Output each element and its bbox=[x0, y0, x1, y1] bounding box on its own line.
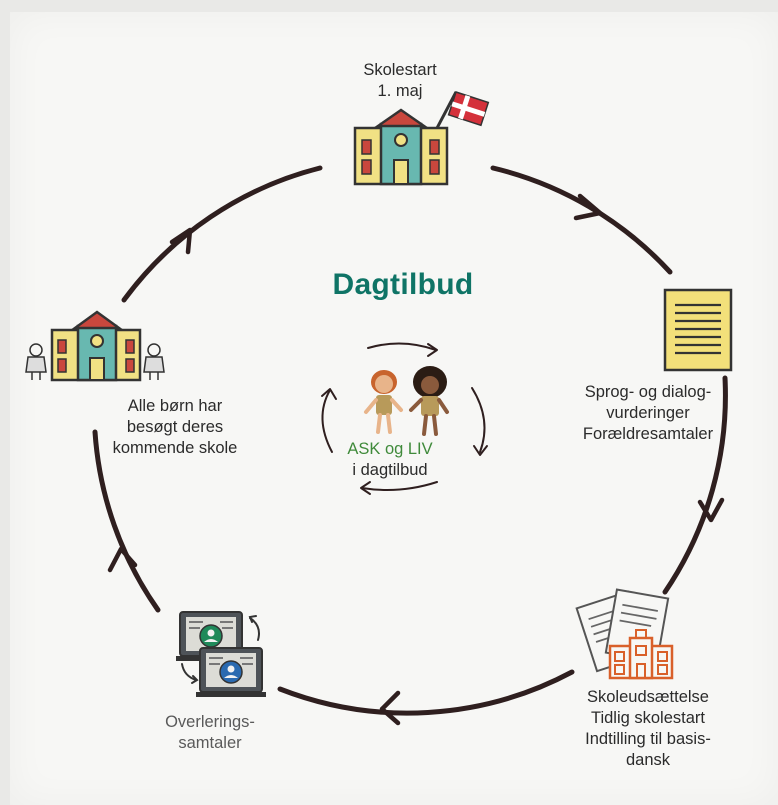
visited-line1: Alle børn har bbox=[127, 397, 223, 415]
visited-label: Alle børn har besøgt deres kommende skol… bbox=[100, 396, 250, 459]
two-children-icon bbox=[364, 366, 449, 436]
papers-and-school-icon bbox=[575, 588, 674, 680]
inner-arrow-bottom bbox=[360, 481, 371, 495]
assessments-label: Sprog- og dialog- vurderinger Forældresa… bbox=[558, 382, 738, 445]
cycle-arc-top-left bbox=[121, 165, 323, 303]
handover-label: Overlerings- samtaler bbox=[140, 712, 280, 754]
center-label-line1: ASK og LIV bbox=[347, 440, 433, 458]
inner-arc-left bbox=[321, 389, 333, 453]
visited-line3: kommende skole bbox=[112, 439, 238, 457]
arrow-head-left bbox=[107, 546, 138, 573]
placement-label: Skoleudsættelse Tidlig skolestart Indtil… bbox=[558, 687, 738, 771]
placement-line1: Skoleudsættelse bbox=[587, 688, 709, 706]
inner-arrow-left bbox=[321, 388, 337, 400]
school-start-line1: Skolestart bbox=[363, 61, 437, 79]
inner-arc-bottom bbox=[361, 481, 438, 491]
diagram-title: Dagtilbud bbox=[332, 268, 474, 301]
cycle-arc-bottom-left bbox=[92, 429, 161, 613]
cycle-arc-bottom-right bbox=[277, 669, 575, 716]
inner-arrow-right bbox=[473, 445, 488, 456]
handover-line1: Overlerings- bbox=[165, 713, 255, 731]
placement-line3: Indtilling til basis- bbox=[585, 730, 711, 748]
assessments-line3: Forældresamtaler bbox=[582, 425, 714, 443]
inner-arrow-top bbox=[427, 343, 438, 357]
inner-arc-top bbox=[367, 342, 437, 351]
arrow-head-bottom bbox=[379, 690, 401, 726]
arrow-head-right bbox=[697, 497, 725, 523]
cycle-arc-right bbox=[662, 375, 728, 595]
school-with-danish-flag-icon bbox=[353, 91, 490, 186]
inner-arc-right bbox=[471, 387, 486, 453]
video-meeting-icon bbox=[176, 611, 266, 697]
document-icon bbox=[663, 288, 733, 372]
arrow-head-top-left bbox=[169, 227, 193, 255]
cycle-arc-top-right bbox=[490, 165, 673, 275]
placement-line2: Tidlig skolestart bbox=[590, 709, 705, 727]
school-with-children-icon bbox=[25, 310, 165, 382]
placement-line4: dansk bbox=[625, 751, 671, 769]
visited-line2: besøgt deres bbox=[126, 418, 224, 436]
handover-line2: samtaler bbox=[178, 734, 242, 752]
center-label-line2: i dagtilbud bbox=[352, 461, 428, 479]
arrow-head-top-right bbox=[573, 193, 603, 221]
school-start-label: Skolestart 1. maj bbox=[345, 60, 455, 102]
school-start-line2: 1. maj bbox=[377, 82, 423, 100]
assessments-line2: vurderinger bbox=[606, 404, 690, 422]
assessments-line1: Sprog- og dialog- bbox=[584, 383, 712, 401]
